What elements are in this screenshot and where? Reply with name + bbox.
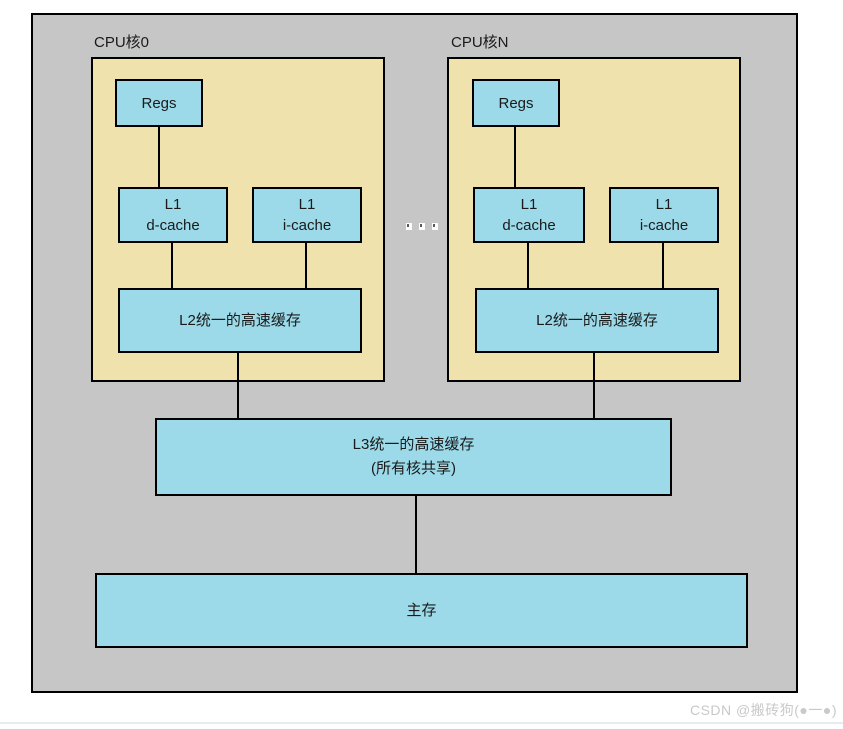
connector-coren-l1i-l2 — [662, 243, 664, 290]
core0-l2-label: L2统一的高速缓存 — [179, 312, 301, 329]
core0-l1i-line1: L1 — [298, 196, 316, 213]
l3-label-line2: (所有核共享) — [371, 460, 456, 477]
core0-l1i-line2: i-cache — [282, 217, 332, 234]
core0-regs-box: Regs — [115, 79, 203, 127]
connector-core0-regs-l1d — [158, 126, 160, 189]
ellipsis-dot-icon — [406, 222, 412, 230]
main-memory-label: 主存 — [406, 602, 437, 619]
core0-regs-label: Regs — [141, 94, 177, 112]
l3-label-line1: L3统一的高速缓存 — [352, 436, 475, 453]
coren-l1d-line1: L1 — [520, 196, 538, 213]
connector-core0-l2-l3 — [237, 353, 239, 418]
coren-l2-label: L2统一的高速缓存 — [536, 312, 658, 329]
core0-l1-dcache-box: L1 d-cache — [118, 187, 228, 243]
l3-cache-box: L3统一的高速缓存 (所有核共享) — [155, 418, 672, 496]
coren-l2-cache-box: L2统一的高速缓存 — [475, 288, 719, 353]
ellipsis-dot-icon — [432, 222, 438, 230]
main-memory-box: 主存 — [95, 573, 748, 648]
diagram-panel: CPU核0 CPU核N Regs L1 d-cache L1 i-cache L — [31, 13, 798, 693]
core0-l1d-line2: d-cache — [146, 217, 200, 234]
connector-coren-regs-l1d — [514, 126, 516, 189]
watermark: CSDN @搬砖狗(●一●) — [689, 702, 837, 718]
coren-l1i-line1: L1 — [655, 196, 673, 213]
connector-core0-l1d-l2 — [171, 243, 173, 290]
coren-l1-icache-box: L1 i-cache — [609, 187, 719, 243]
connector-coren-l2-l3 — [593, 353, 595, 418]
bottom-divider — [0, 722, 843, 724]
core0-l1-icache-box: L1 i-cache — [252, 187, 362, 243]
coren-l1d-line2: d-cache — [502, 217, 556, 234]
core0-l1d-line1: L1 — [164, 196, 182, 213]
coren-regs-box: Regs — [472, 79, 560, 127]
core0-l2-cache-box: L2统一的高速缓存 — [118, 288, 362, 353]
ellipsis-icon — [406, 222, 438, 230]
connector-l3-mainmemory — [415, 494, 417, 573]
cpu-core-0-title: CPU核0 — [94, 34, 150, 51]
connector-core0-l1i-l2 — [305, 243, 307, 290]
cpu-core-n-title: CPU核N — [451, 34, 509, 51]
coren-l1i-line2: i-cache — [639, 217, 689, 234]
coren-regs-label: Regs — [498, 94, 534, 112]
coren-l1-dcache-box: L1 d-cache — [473, 187, 585, 243]
ellipsis-dot-icon — [419, 222, 425, 230]
connector-coren-l1d-l2 — [527, 243, 529, 290]
